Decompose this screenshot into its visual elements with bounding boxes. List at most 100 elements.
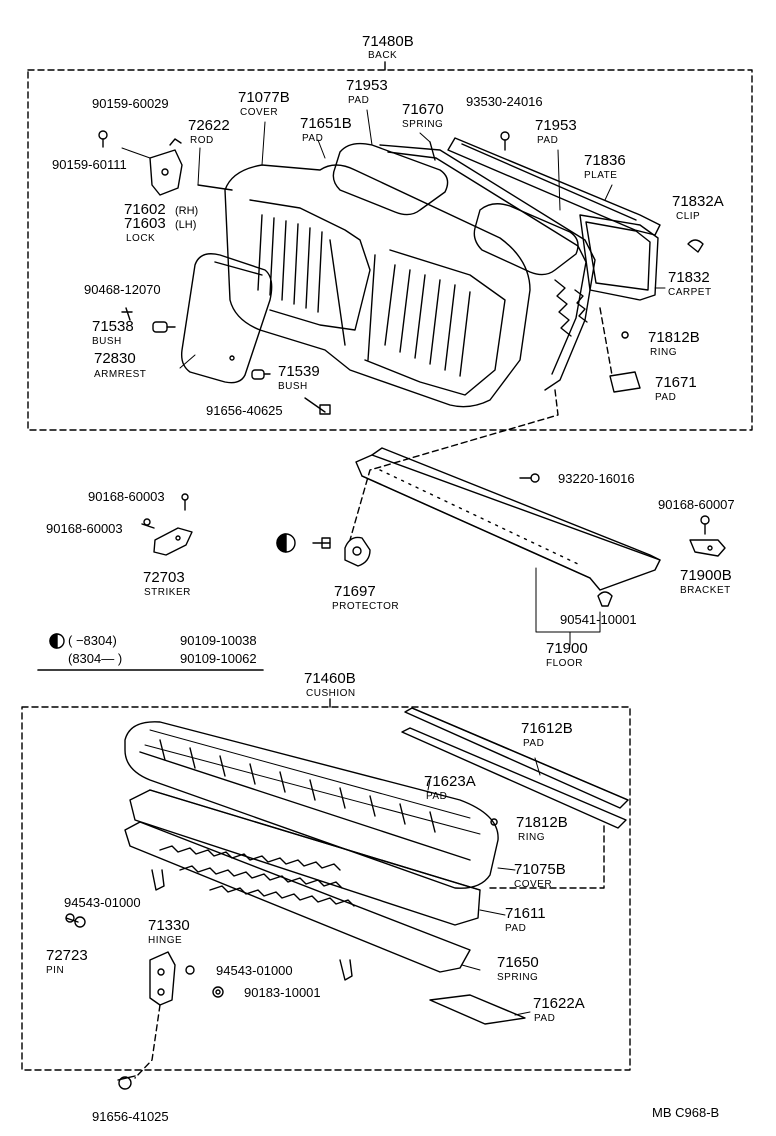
- part-71832A-name: CLIP: [676, 211, 701, 222]
- nut-90183: [212, 986, 224, 998]
- part-71836: 71836: [584, 152, 626, 169]
- part-90168-60003-b: 90168-60003: [46, 521, 123, 536]
- leader-lines-cushion: [427, 757, 541, 1016]
- floor-71900: [355, 447, 661, 591]
- part-90168-60007: 90168-60007: [658, 497, 735, 512]
- part-90159-60111: 90159-60111: [52, 157, 127, 172]
- part-71900-name: FLOOR: [546, 658, 583, 669]
- part-71953-b-name: PAD: [537, 135, 559, 146]
- screw-90168-60003-side: [141, 518, 155, 529]
- pad-71622A: [429, 994, 526, 1025]
- bracket-71900B: [689, 539, 726, 557]
- part-71953-a: 71953: [346, 77, 388, 94]
- bush-71538: [152, 321, 176, 333]
- back-assy-name: BACK: [368, 50, 398, 61]
- part-72622: 72622: [188, 117, 230, 134]
- clip-71832A: [687, 239, 704, 253]
- part-71650: 71650: [497, 954, 539, 971]
- bush-71539: [251, 369, 271, 380]
- part-71538: 71538: [92, 318, 134, 335]
- screw-90468: [121, 307, 133, 321]
- back-assembly-frame: [27, 69, 753, 431]
- part-72703: 72703: [143, 569, 185, 586]
- armrest-72830: [180, 253, 273, 384]
- back-assy-part-number: 71480B: [362, 33, 414, 50]
- pad-71671: [609, 371, 641, 393]
- hinge-71330: [149, 951, 176, 1006]
- part-90159-60029: 90159-60029: [92, 96, 169, 111]
- part-72723-name: PIN: [46, 965, 65, 976]
- part-71832-name: CARPET: [668, 287, 712, 298]
- back-plate: [447, 137, 661, 236]
- back-top-pad: [332, 142, 579, 276]
- part-71651B-name: PAD: [302, 133, 324, 144]
- legend-row1-range: ( −8304): [68, 633, 117, 648]
- part-71832A: 71832A: [672, 193, 724, 210]
- part-71538-name: BUSH: [92, 336, 122, 347]
- ring-71812B-cushion: [490, 818, 498, 826]
- legend-row2-range: (8304— ): [68, 651, 123, 666]
- part-90168-60003-a: 90168-60003: [88, 489, 165, 504]
- washer-94543-b: [185, 965, 195, 975]
- part-90468-12070: 90468-12070: [84, 282, 161, 297]
- part-72703-name: STRIKER: [144, 587, 191, 598]
- clip-90541: [597, 591, 613, 607]
- bolt-91656-40625: [304, 397, 331, 415]
- screw-93220: [519, 473, 540, 483]
- part-72622-name: ROD: [190, 135, 214, 146]
- part-71603-suffix: (LH): [175, 219, 197, 231]
- part-71651B: 71651B: [300, 115, 352, 132]
- part-72830: 72830: [94, 350, 136, 367]
- bolt-91656-41025: [117, 1075, 136, 1090]
- part-94543-01000-a: 94543-01000: [64, 895, 141, 910]
- part-71330-name: HINGE: [148, 935, 183, 946]
- back-seat-cover: [224, 164, 531, 408]
- part-71622A-name: PAD: [534, 1013, 556, 1024]
- part-71812B-a-name: RING: [650, 347, 677, 358]
- back-spring-frame: [379, 141, 596, 391]
- rod-72622: [197, 184, 233, 191]
- back-carpet-panel: [579, 214, 659, 301]
- part-71611: 71611: [505, 905, 546, 922]
- washer-94543-a: [74, 916, 86, 928]
- part-71697-name: PROTECTOR: [332, 601, 400, 612]
- part-71623A: 71623A: [424, 773, 476, 790]
- part-71953-a-name: PAD: [348, 95, 370, 106]
- part-90541-10001: 90541-10001: [560, 612, 637, 627]
- pin-72723: [65, 913, 79, 923]
- bolt-legend-marked: [312, 537, 331, 549]
- part-71611-name: PAD: [505, 923, 527, 934]
- cushion-pad-71611: [129, 789, 481, 926]
- part-71077B: 71077B: [238, 89, 290, 106]
- part-71603-name: LOCK: [126, 233, 156, 244]
- part-71832: 71832: [668, 269, 710, 286]
- part-71075B: 71075B: [514, 861, 566, 878]
- part-71812B-b: 71812B: [516, 814, 568, 831]
- part-91656-40625: 91656-40625: [206, 403, 283, 418]
- cushion-assy-part-number: 71460B: [304, 670, 356, 687]
- part-90183-10001: 90183-10001: [244, 985, 321, 1000]
- part-71077B-name: COVER: [240, 107, 279, 118]
- part-71697: 71697: [334, 583, 376, 600]
- leader-lines-back: [121, 109, 666, 369]
- part-71539-name: BUSH: [278, 381, 308, 392]
- part-71900B: 71900B: [680, 567, 732, 584]
- legend-row2-part: 90109-10062: [180, 651, 257, 666]
- striker-72703: [153, 527, 193, 556]
- pad-71612B: [404, 707, 629, 809]
- part-71623A-name: PAD: [426, 791, 448, 802]
- part-71612B: 71612B: [521, 720, 573, 737]
- back-spring-zigzag: [554, 279, 588, 337]
- part-71539: 71539: [278, 363, 320, 380]
- part-71650-name: SPRING: [497, 972, 539, 983]
- part-71671: 71671: [655, 374, 697, 391]
- part-71812B-a: 71812B: [648, 329, 700, 346]
- part-71075B-name: COVER: [514, 879, 553, 890]
- part-71603: 71603: [124, 215, 166, 232]
- part-72723: 72723: [46, 947, 88, 964]
- part-71900B-name: BRACKET: [680, 585, 731, 596]
- cushion-assy-name: CUSHION: [306, 688, 356, 699]
- part-71670: 71670: [402, 101, 444, 118]
- diagram-code: MB C968-B: [652, 1105, 720, 1120]
